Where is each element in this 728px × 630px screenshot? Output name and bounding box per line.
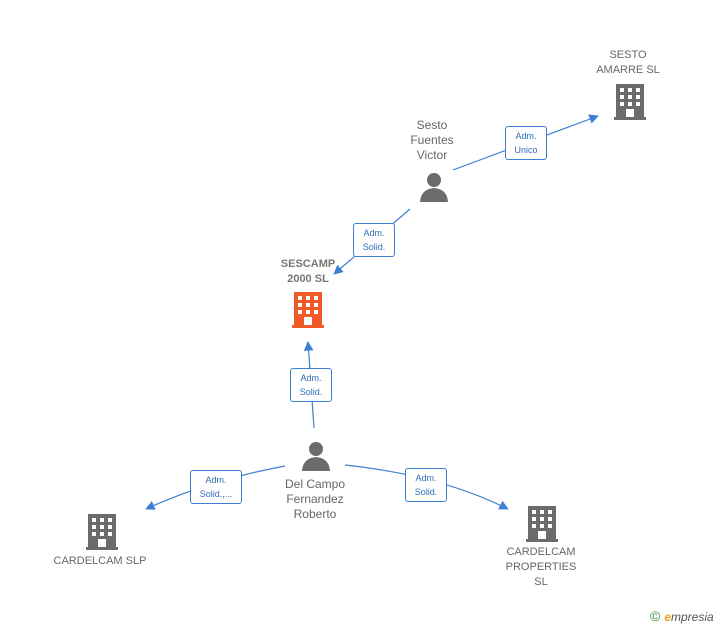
- node-label-sesto-amarre[interactable]: SESTO AMARRE SL: [596, 49, 660, 76]
- node-label-sescamp[interactable]: SESCAMP 2000 SL: [280, 258, 336, 285]
- edge-label-adm-solid-cardelcam-slp[interactable]: Adm. Solid.,...: [190, 470, 242, 504]
- building-icon-cardelcam-slp[interactable]: [86, 514, 118, 550]
- brand-name: mpresia: [671, 610, 714, 624]
- brand-initial: e: [664, 610, 672, 624]
- building-icon-cardelcam-properties[interactable]: [526, 506, 558, 542]
- person-icon-del-campo[interactable]: [301, 441, 331, 471]
- building-icon-sesto-amarre[interactable]: [614, 84, 646, 120]
- copyright-icon: ©: [650, 608, 661, 624]
- edge-label-adm-solid-sescamp-bottom[interactable]: Adm. Solid.: [290, 368, 332, 402]
- node-label-del-campo[interactable]: Del Campo Fernandez Roberto: [284, 477, 346, 521]
- building-icon-sescamp[interactable]: [292, 292, 324, 328]
- edge-label-adm-unico[interactable]: Adm. Unico: [505, 126, 547, 160]
- person-icon-sesto-fuentes[interactable]: [419, 172, 449, 202]
- edge-label-adm-solid-sescamp-top[interactable]: Adm. Solid.: [353, 223, 395, 257]
- brand-logo: ©empresia: [650, 608, 714, 624]
- node-label-cardelcam-slp[interactable]: CARDELCAM SLP: [53, 555, 147, 567]
- node-label-sesto-fuentes[interactable]: Sesto Fuentes Victor: [410, 118, 454, 162]
- edge-label-adm-solid-cardelcam-properties[interactable]: Adm. Solid.: [405, 468, 447, 502]
- node-label-cardelcam-properties[interactable]: CARDELCAM PROPERTIES SL: [505, 546, 577, 588]
